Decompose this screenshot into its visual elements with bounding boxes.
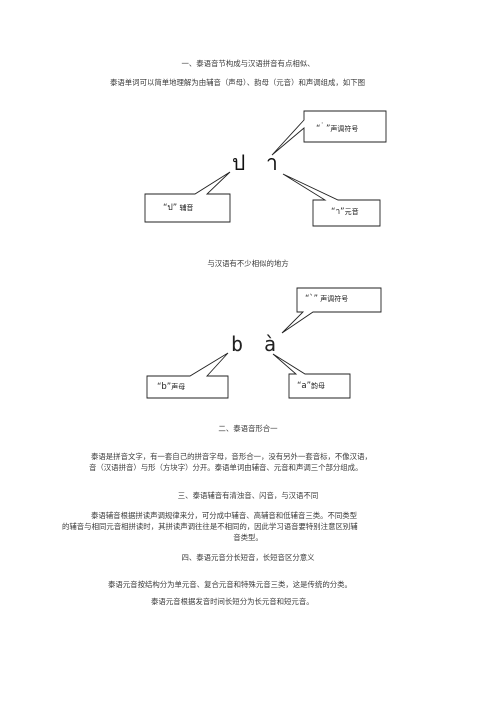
section3-line3: 音类型。 <box>233 533 263 542</box>
initial-callout-label: “b”声母 <box>157 382 186 392</box>
section1-intro: 泰语单词可以简单地理解为由辅音（声母）、韵母（元音）和声调组成，如下图 <box>110 78 365 87</box>
thai-consonant-char: ป <box>232 151 246 175</box>
vowel-callout-label: “า”元音 <box>331 207 359 217</box>
section2-heading: 二、泰语音形合一 <box>218 424 278 433</box>
thai-vowel-char: า <box>266 151 278 175</box>
section4-line1: 泰语元音按结构分为单元音、复合元音和特殊元音三类，这是传统的分类。 <box>108 580 352 589</box>
section1-heading: 一、泰语音节构成与汉语拼音有点相似、 <box>181 59 315 68</box>
initial-callout-box <box>146 352 229 399</box>
section3-line2: 的辅音与相同元音相拼读时，其拼读声调往往是不相同的，因此学习语音要特别注意区别辅 <box>62 522 358 531</box>
pinyin-final-char: à <box>264 332 277 356</box>
vowel-callout-box <box>282 173 381 227</box>
consonant-callout-box <box>144 171 231 223</box>
section4-line2: 泰语元音根据发音时间长短分为长元音和短元音。 <box>151 597 314 606</box>
tone-callout-label: “ ่ ”声调符号 <box>316 124 359 134</box>
final-callout-box <box>272 353 351 399</box>
pinyin-initial-char: b <box>231 332 244 356</box>
section2-line1: 泰语是拼音文字，有一套自己的拼音字母，音形合一，没有另外一套音标，不像汉语， <box>91 452 372 461</box>
section3-heading: 三、泰语辅音有清浊音、闪音，与汉语不同 <box>177 491 319 500</box>
pinyin-tone-callout-box <box>281 287 382 334</box>
final-callout-label: “a”韵母 <box>297 381 326 391</box>
pinyin-tone-callout-label: “ˋ” 声调符号 <box>305 294 349 304</box>
section4-heading: 四、泰语元音分长短音，长短音区分意义 <box>181 553 315 562</box>
tone-callout-box <box>271 110 387 156</box>
section2-line2: 音（汉语拼音）与形（方块字）分开。泰语单词由辅音、元音和声调三个部分组成。 <box>89 463 363 472</box>
section3-line1: 泰语辅音根据拼读声调规律来分，可分成中辅音、高辅音和低辅音三类。不同类型 <box>91 511 358 520</box>
consonant-callout-label: “ป” 辅音 <box>163 203 194 213</box>
compare-text: 与汉语有不少相似的地方 <box>207 259 289 268</box>
